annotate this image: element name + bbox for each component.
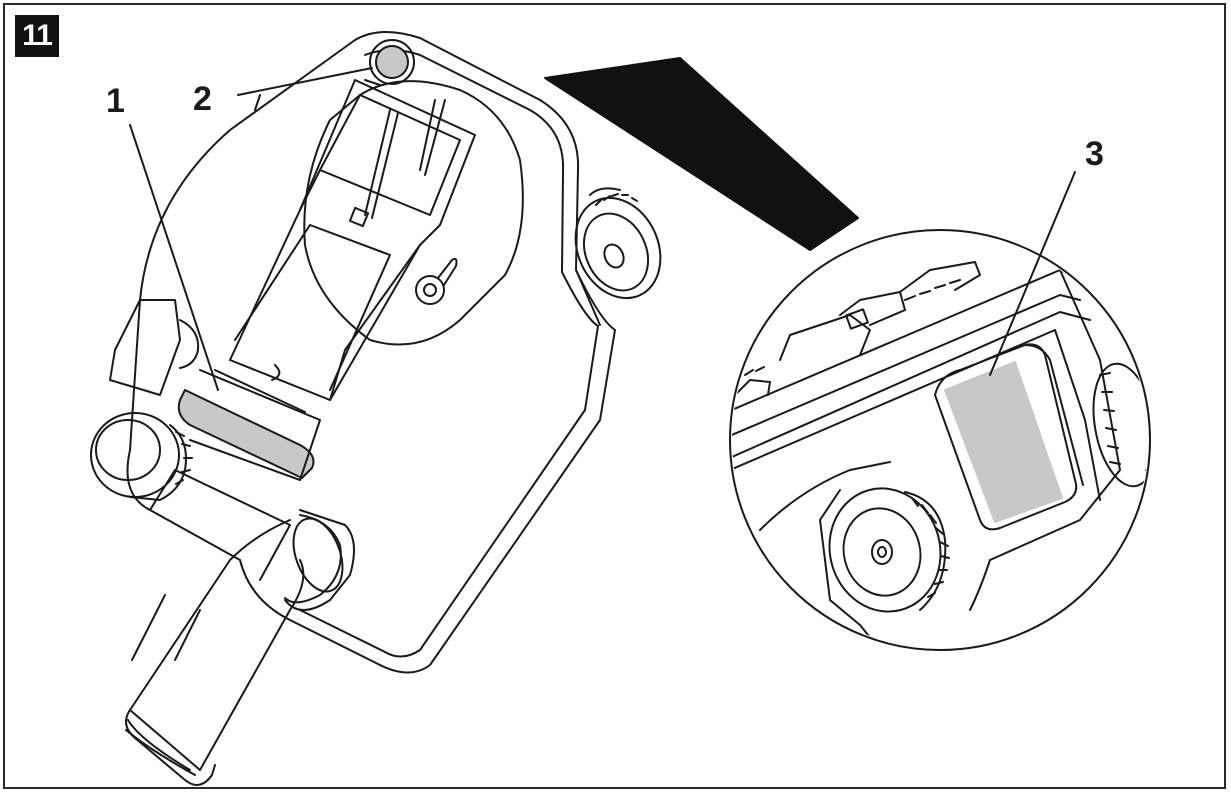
gray-strap xyxy=(177,389,315,479)
rear-wheel xyxy=(1092,362,1148,488)
side-wheel-outer xyxy=(574,196,662,300)
tank-body xyxy=(126,30,616,674)
figure-frame xyxy=(3,3,1226,789)
leader-line-2 xyxy=(237,67,373,96)
callout-label-2: 2 xyxy=(193,80,212,118)
cassette-tray xyxy=(229,79,476,401)
outlet-pipe xyxy=(129,519,305,771)
leader-line-1 xyxy=(129,124,219,391)
label-pocket xyxy=(934,343,1078,531)
callout-label-1: 1 xyxy=(106,82,125,120)
zoom-pointer xyxy=(544,57,859,251)
figure-number-badge: 11 xyxy=(15,15,59,57)
vent-button xyxy=(375,45,409,79)
side-block xyxy=(109,299,181,396)
dial-knob xyxy=(415,275,445,305)
leader-line-3 xyxy=(989,171,1076,376)
callout-label-3: 3 xyxy=(1085,135,1104,173)
dial-plate xyxy=(303,80,524,346)
gray-label xyxy=(944,361,1063,523)
front-wheel xyxy=(828,487,942,613)
detail-circle xyxy=(729,229,1151,651)
